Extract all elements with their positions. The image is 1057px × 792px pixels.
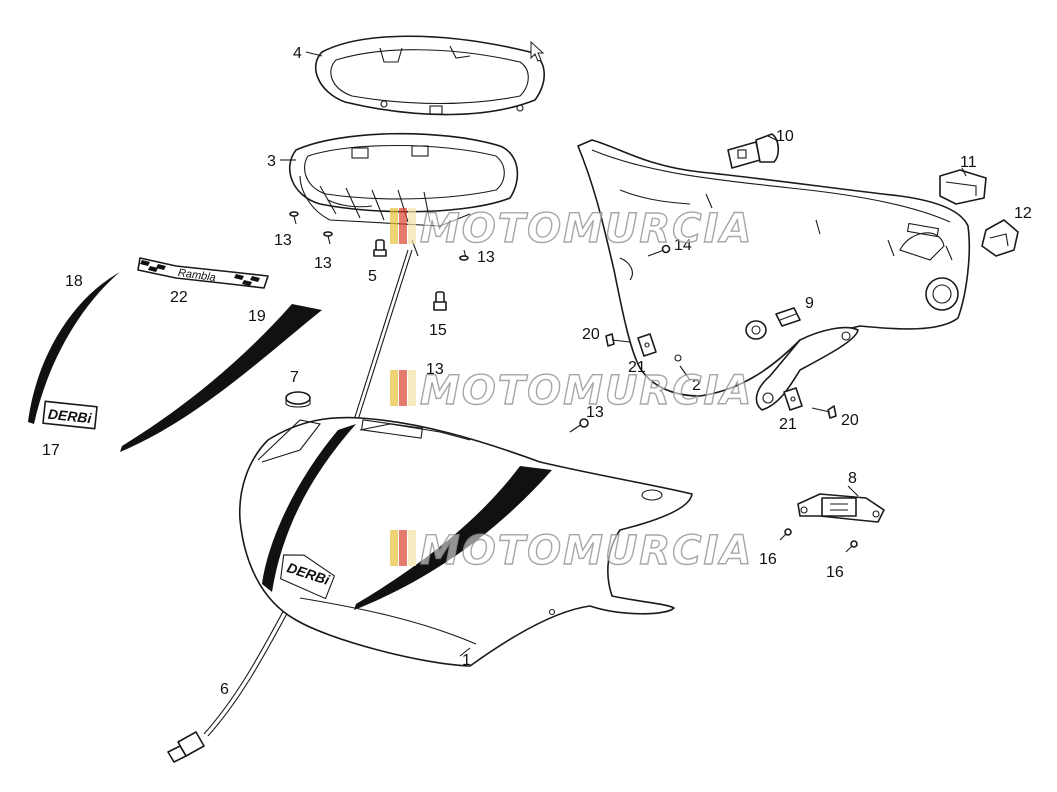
- bulb-holder-15: [433, 291, 447, 311]
- callout-12: 12: [1014, 205, 1032, 222]
- callout-17: 17: [42, 442, 60, 459]
- callout-6: 6: [220, 681, 229, 698]
- callout-4: 4: [293, 45, 302, 62]
- bulb-holder-5: [373, 239, 387, 257]
- watermark-flag-red: [399, 370, 407, 406]
- screws: [289, 211, 858, 553]
- switch-12: [981, 219, 1019, 257]
- callout-1: 1: [462, 652, 471, 669]
- callout-13: 13: [586, 404, 604, 421]
- mouse-cursor-icon: [530, 40, 545, 62]
- callout-19: 19: [248, 308, 266, 325]
- switch-11: [939, 169, 987, 205]
- watermark-flag-cream: [408, 370, 416, 406]
- watermark-middle: MOTOMURCIA: [390, 367, 753, 415]
- callout-16: 16: [759, 551, 777, 568]
- watermark-flag-red: [399, 530, 407, 566]
- callout-14: 14: [674, 237, 692, 254]
- decal-derbi-17: DERBi: [42, 400, 98, 430]
- derbi-logo-decal: DERBi: [47, 406, 93, 427]
- watermark-flag-yellow: [390, 530, 398, 566]
- connector-block-8: [797, 485, 885, 523]
- bushing-9: [745, 307, 801, 340]
- instrument-cluster: [288, 132, 519, 227]
- watermark-top: MOTOMURCIA: [390, 205, 753, 253]
- callout-11: 11: [960, 154, 977, 171]
- callout-13: 13: [477, 249, 495, 266]
- watermark-text: MOTOMURCIA: [420, 528, 753, 574]
- switch-10: [727, 133, 780, 169]
- watermark-bottom: MOTOMURCIA: [390, 527, 753, 575]
- watermark-flag-yellow: [390, 370, 398, 406]
- callout-9: 9: [805, 295, 814, 312]
- callout-3: 3: [267, 153, 276, 170]
- callout-labels: 4 3 13 13 5 13 15 13 18 22 19 7 17 1 6 1…: [42, 45, 1032, 698]
- handlebar-rear-cover: [577, 139, 971, 411]
- callout-20: 20: [582, 326, 600, 343]
- watermark-flag-cream: [408, 208, 416, 244]
- rambla-script: Rambla: [177, 267, 216, 284]
- callout-7: 7: [290, 369, 299, 386]
- callout-5: 5: [368, 268, 377, 285]
- instrument-lens-cover: [314, 35, 545, 116]
- callout-16: 16: [826, 564, 844, 581]
- watermark-text: MOTOMURCIA: [420, 206, 753, 252]
- leader-lines: [280, 51, 967, 657]
- callout-22: 22: [170, 289, 188, 306]
- callout-18: 18: [65, 273, 83, 290]
- watermark-flag-cream: [408, 530, 416, 566]
- decal-stripe-18: [28, 272, 120, 424]
- callout-21: 21: [628, 359, 646, 376]
- callout-15: 15: [429, 322, 447, 339]
- callout-13: 13: [426, 361, 444, 378]
- callout-2: 2: [692, 377, 701, 394]
- front-shield-panel: DERBi: [238, 416, 693, 667]
- clip-nuts-21: [637, 333, 803, 411]
- decal-checkered-22: Rambla: [137, 257, 269, 289]
- callout-10: 10: [776, 128, 794, 145]
- callout-20: 20: [841, 412, 859, 429]
- watermark-flag-red: [399, 208, 407, 244]
- watermark-flag-yellow: [390, 208, 398, 244]
- callout-21: 21: [779, 416, 797, 433]
- callout-13: 13: [274, 232, 292, 249]
- grommet-7: [285, 391, 311, 408]
- watermark-text: MOTOMURCIA: [420, 368, 753, 414]
- decal-stripe-19: [120, 304, 322, 452]
- callout-13: 13: [314, 255, 332, 272]
- callout-8: 8: [848, 470, 857, 487]
